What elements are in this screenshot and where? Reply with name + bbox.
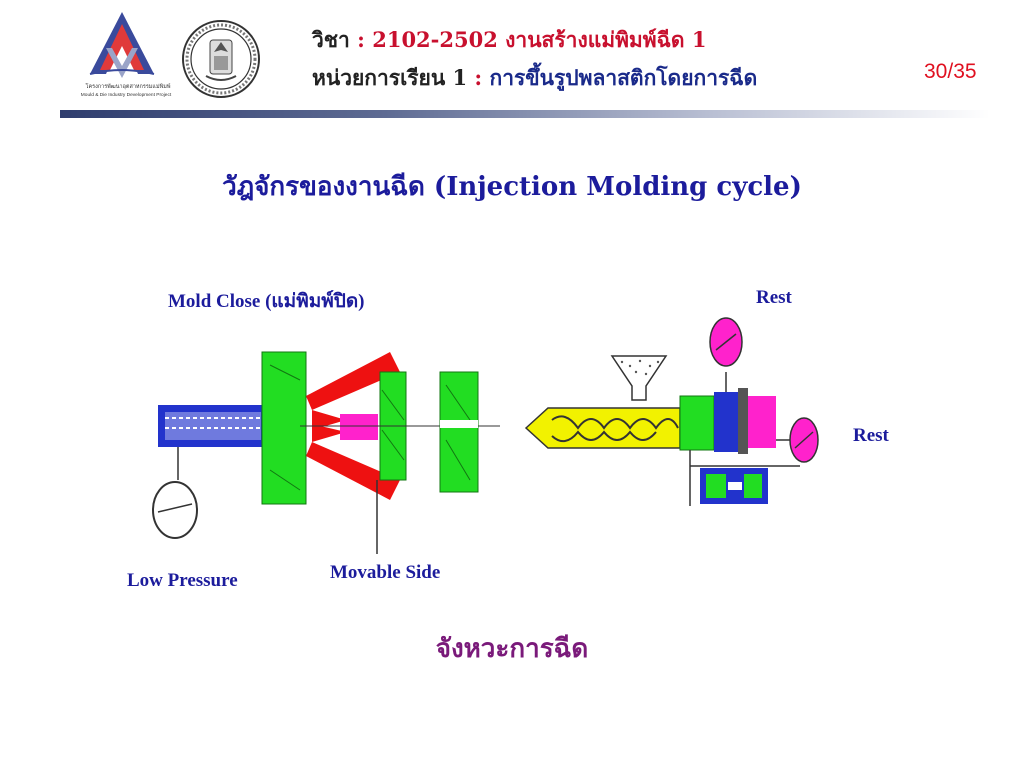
- header-divider: [60, 110, 990, 118]
- project-logo: โครงการพัฒนาอุตสาหกรรมแม่พิมพ์ Mould & D…: [81, 12, 172, 98]
- label-rest-top: Rest: [756, 287, 792, 308]
- label-low-pressure: Low Pressure: [127, 570, 238, 591]
- caption: จังหวะการฉีด: [435, 634, 589, 664]
- screw-drive: [679, 395, 715, 451]
- rear-platen: [261, 351, 307, 505]
- injection-unit-group: [524, 317, 819, 506]
- unit-label: หน่วยการเรียน 1: [312, 65, 468, 90]
- toggle-link-upper: [306, 352, 400, 410]
- hopper: [610, 355, 668, 401]
- slide-title: วัฎจักรของงานฉีด (Injection Molding cycl…: [222, 172, 802, 202]
- subject-sep: :: [349, 27, 373, 52]
- fixed-platen: [439, 371, 479, 493]
- label-mold-close: Mold Close (แม่พิมพ์ปิด): [168, 291, 365, 312]
- logo-text-english: Mould & Die Industry Development Project: [81, 92, 172, 98]
- label-rest-right: Rest: [853, 425, 889, 446]
- pressure-gauge: [152, 481, 198, 539]
- crosshead: [340, 414, 378, 440]
- subject-code: 2102-2502: [372, 27, 498, 52]
- unit-sep: :: [467, 65, 490, 90]
- hydraulic-cylinder: [158, 405, 268, 447]
- clamp-unit-group: [152, 351, 500, 554]
- label-movable-side: Movable Side: [330, 562, 441, 583]
- unit-name: การขึ้นรูปพลาสติกโดยการฉีด: [489, 65, 758, 90]
- page-number: 30/35: [924, 60, 977, 83]
- subject-line: วิชา : 2102-2502 งานสร้างแม่พิมพ์ฉีด 1: [312, 24, 706, 57]
- unit-line: หน่วยการเรียน 1 : การขึ้นรูปพลาสติกโดยกา…: [312, 62, 757, 95]
- institute-seal: [182, 20, 260, 98]
- injection-cylinder: [714, 392, 738, 452]
- screw-motor: [748, 396, 776, 448]
- subject-label: วิชา: [312, 27, 350, 52]
- logo-text-thai: โครงการพัฒนาอุตสาหกรรมแม่พิมพ์: [86, 82, 171, 90]
- subject-name: งานสร้างแม่พิมพ์ฉีด 1: [505, 27, 707, 52]
